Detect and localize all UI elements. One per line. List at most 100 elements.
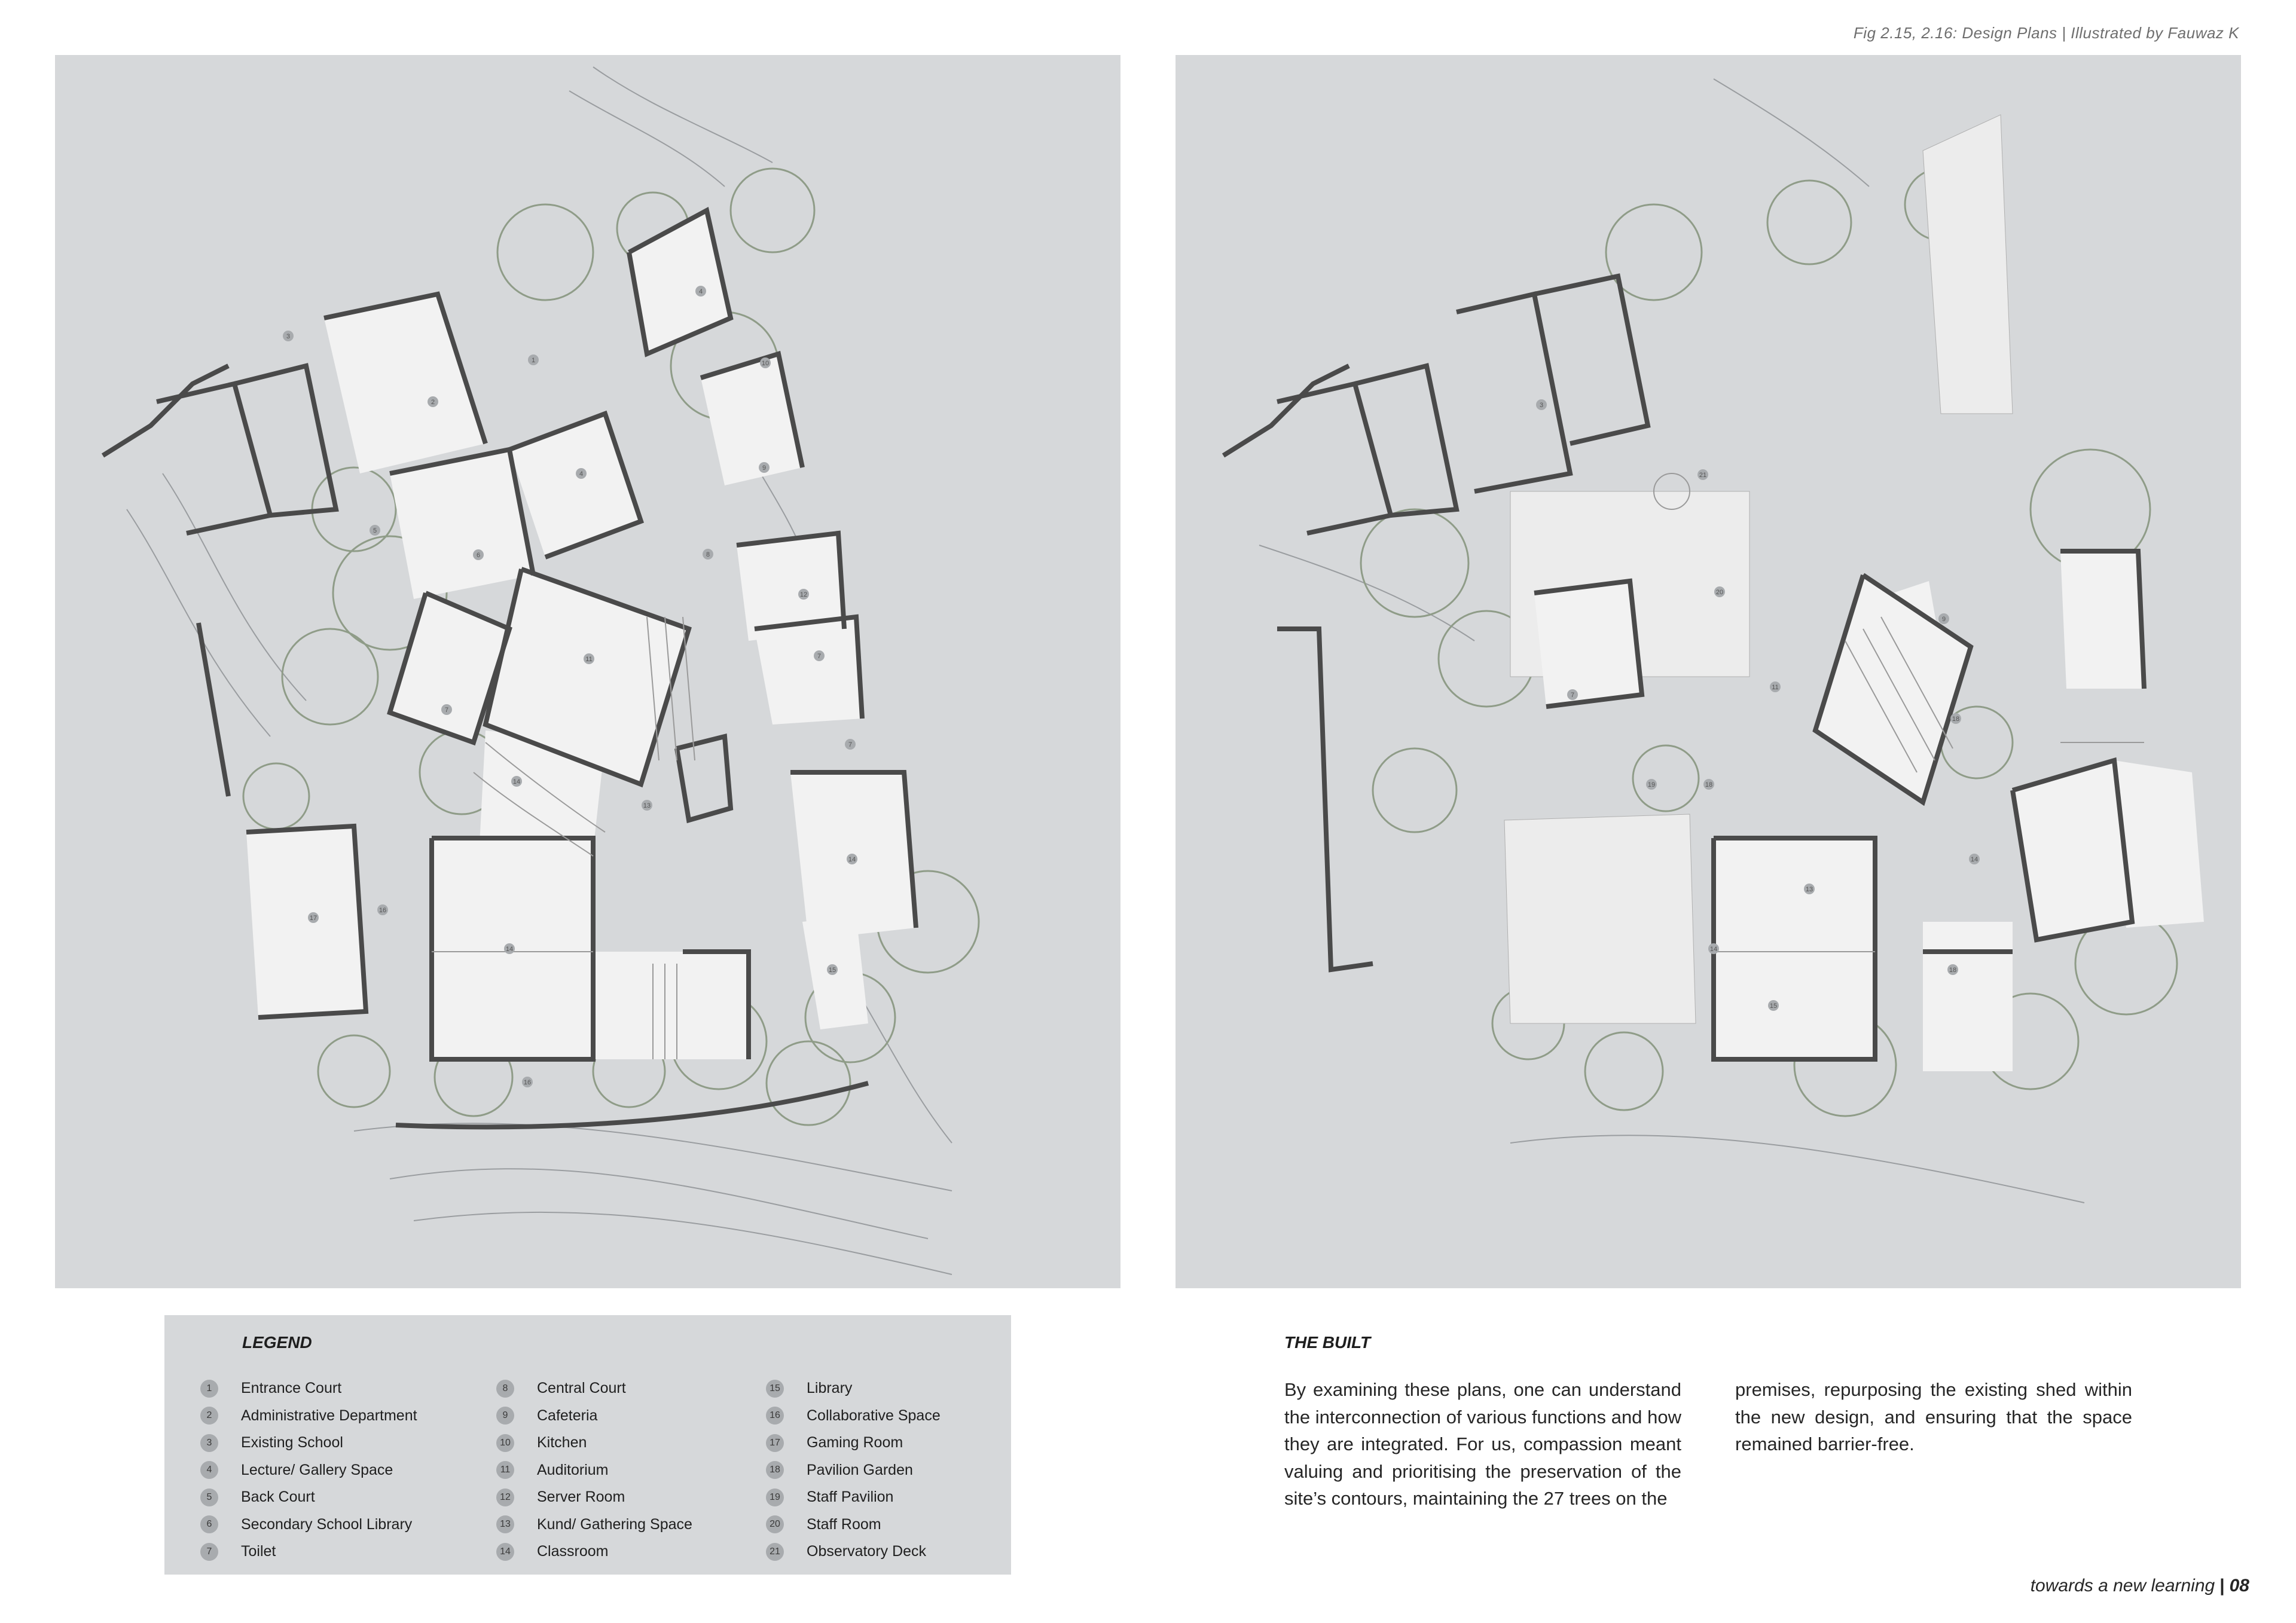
badge-label-10: 10 (762, 360, 769, 367)
page-footer: towards a new learning|08 (2031, 1576, 2249, 1596)
legend-label: Secondary School Library (241, 1515, 413, 1533)
badge-label-3: 3 (286, 333, 290, 340)
badge-label-9: 9 (762, 464, 766, 472)
legend-number: 16 (766, 1407, 784, 1425)
legend-number: 18 (766, 1461, 784, 1480)
badge-14c: 14 (504, 943, 515, 954)
badge-label-9: 9 (1942, 616, 1946, 623)
badge-13: 13 (1804, 884, 1815, 894)
legend-label: Administrative Department (241, 1407, 417, 1424)
badge-9: 9 (1938, 613, 1949, 624)
badge-10: 10 (760, 357, 771, 368)
legend-number: 17 (766, 1434, 784, 1452)
legend-label: Pavilion Garden (807, 1461, 913, 1478)
badge-3: 3 (1536, 399, 1547, 410)
badge-18a: 18 (1703, 779, 1714, 790)
badge-20: 20 (1714, 586, 1725, 597)
interior-lines (1653, 473, 2144, 952)
badge-15: 15 (1768, 1000, 1779, 1011)
badge-12: 12 (798, 589, 809, 600)
badge-2: 2 (428, 396, 438, 407)
badge-label-13: 13 (1806, 886, 1813, 893)
badge-label-7a: 7 (445, 707, 448, 714)
room-badges: 3 7 9 11 13 14 14 15 18 18 18 19 20 21 (1536, 399, 1980, 1011)
legend-label: Back Court (241, 1488, 315, 1506)
badge-5: 5 (370, 525, 380, 536)
badge-6: 6 (473, 549, 484, 560)
badge-label-5: 5 (373, 527, 377, 534)
badge-label-8: 8 (706, 551, 710, 558)
badge-label-19: 19 (1648, 781, 1655, 788)
badge-18c: 18 (1950, 713, 1961, 724)
badge-label-7b: 7 (817, 653, 821, 660)
badge-label-14b: 14 (848, 856, 856, 863)
badge-label-13: 13 (643, 802, 651, 809)
legend-label: Collaborative Space (807, 1407, 941, 1424)
legend-label: Existing School (241, 1434, 343, 1451)
legend-label: Staff Pavilion (807, 1488, 894, 1506)
legend-item: 3 Existing School (200, 1429, 417, 1457)
legend-label: Observatory Deck (807, 1543, 927, 1560)
legend-label: Kund/ Gathering Space (537, 1515, 692, 1533)
legend-label: Entrance Court (241, 1380, 342, 1397)
badge-7b: 7 (814, 650, 825, 661)
legend-item: 1 Entrance Court (200, 1375, 417, 1402)
badge-label-18c: 18 (1952, 716, 1959, 723)
legend-number: 5 (200, 1488, 218, 1506)
legend-item: 16 Collaborative Space (766, 1402, 941, 1430)
badge-3: 3 (283, 331, 294, 341)
badge-label-11: 11 (585, 656, 592, 663)
legend-number: 20 (766, 1515, 784, 1534)
badge-7c: 7 (845, 739, 856, 750)
legend-number: 3 (200, 1434, 218, 1452)
badge-label-14c: 14 (506, 946, 513, 953)
badge-label-18a: 18 (1705, 781, 1712, 788)
badge-4a: 4 (695, 286, 706, 297)
interior-lines (432, 616, 695, 1059)
badge-label-20: 20 (1716, 589, 1723, 596)
badge-21: 21 (1697, 469, 1708, 480)
badge-9: 9 (759, 462, 770, 473)
legend-title: LEGEND (242, 1333, 312, 1352)
badge-14a: 14 (511, 776, 522, 787)
figure-caption: Fig 2.15, 2.16: Design Plans | Illustrat… (1853, 24, 2239, 42)
ground-floor-plan: 1 2 3 4 4 5 6 7 7 7 8 9 10 11 12 13 14 1… (55, 55, 1120, 1288)
built-section-title: THE BUILT (1284, 1333, 1371, 1352)
legend-number: 9 (496, 1407, 514, 1425)
badge-16b: 16 (522, 1077, 533, 1087)
upper-floor-plan: 3 7 9 11 13 14 14 15 18 18 18 19 20 21 (1176, 55, 2241, 1288)
badge-1: 1 (528, 354, 539, 365)
legend-number: 14 (496, 1542, 514, 1561)
legend-number: 12 (496, 1488, 514, 1506)
legend-number: 1 (200, 1379, 218, 1398)
badge-label-17: 17 (310, 915, 317, 922)
legend-label: Server Room (537, 1488, 625, 1506)
legend-item: 18 Pavilion Garden (766, 1457, 941, 1484)
legend-label: Lecture/ Gallery Space (241, 1461, 393, 1478)
badge-label-3: 3 (1540, 402, 1543, 409)
built-text-column-2: premises, repurposing the existing shed … (1735, 1379, 2132, 1454)
legend-label: Staff Room (807, 1515, 881, 1533)
badge-15: 15 (827, 964, 838, 975)
badge-label-6: 6 (477, 552, 480, 559)
badge-label-2: 2 (431, 399, 435, 406)
badge-14b: 14 (847, 854, 857, 864)
badge-8: 8 (703, 549, 713, 560)
badge-label-14a: 14 (513, 778, 520, 785)
upper-floor-plan-drawing: 3 7 9 11 13 14 14 15 18 18 18 19 20 21 (1222, 78, 2204, 1203)
badge-14b: 14 (1969, 854, 1980, 864)
legend-number: 15 (766, 1379, 784, 1398)
walls (1222, 273, 2147, 1062)
badge-label-15: 15 (1770, 1002, 1777, 1010)
rooms (1534, 551, 2204, 1071)
